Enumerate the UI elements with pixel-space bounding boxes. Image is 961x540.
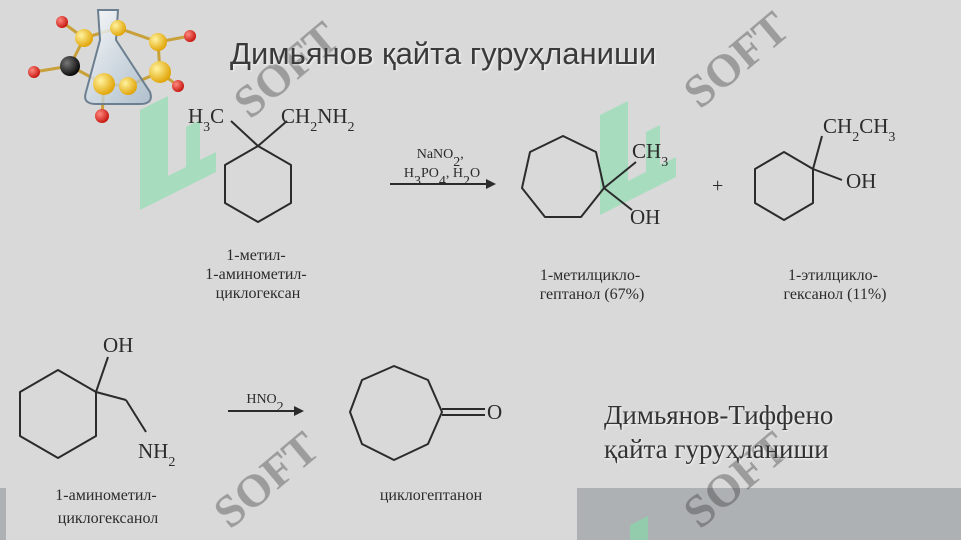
footer-bar-left — [0, 488, 6, 540]
group-oh-product1: OH — [630, 205, 660, 229]
cycloheptanone-ring — [349, 365, 443, 461]
product1-name: 1-метилцикло- гептанол (67%) — [540, 267, 645, 303]
svg-text:SOFT: SOFT — [204, 421, 329, 537]
subtitle-line-1: Димьянов-Тиффено — [604, 400, 834, 430]
reactant2-name: 1-аминометил- циклогексанол — [55, 487, 160, 527]
reactant2-cyclohexane-ring — [19, 369, 97, 459]
group-oh-product2: OH — [846, 169, 876, 193]
reactant1-cyclohexane-ring — [224, 145, 292, 223]
group-ch3: CH3 — [632, 139, 668, 170]
svg-text:SOFT: SOFT — [674, 1, 799, 117]
group-o: O — [487, 400, 502, 424]
page-title: Димьянов қайта гуруҳланиши — [230, 36, 657, 71]
group-ch2nh2: CH2NH2 — [281, 104, 355, 135]
product1-cycloheptane-ring — [521, 135, 605, 218]
reaction1-reagents: NaNO2, H3PO4, H2O — [404, 147, 480, 189]
subtitle-line-2: қайта гуруҳланиши — [604, 434, 829, 464]
product2-name: 1-этилцикло- гексанол (11%) — [784, 267, 887, 303]
group-h3c: H3C — [188, 104, 224, 135]
plus-sign: + — [712, 175, 723, 197]
group-oh-reactant2: OH — [103, 333, 133, 357]
soft-watermark-icon — [140, 96, 676, 540]
slide-subtitle: Димьянов-Тиффено қайта гуруҳланиши — [604, 398, 833, 466]
group-ch2ch3: CH2CH3 — [823, 114, 895, 145]
reaction2-reagent: HNO2 — [246, 392, 283, 415]
product-name-cycloheptanone: циклогептанон — [380, 487, 483, 504]
molecule-flask-logo-icon — [28, 9, 196, 123]
product2-cyclohexane-ring — [754, 151, 814, 221]
group-nh2: NH2 — [138, 439, 175, 470]
reactant1-name: 1-метил- 1-аминометил- циклогексан — [205, 247, 310, 302]
